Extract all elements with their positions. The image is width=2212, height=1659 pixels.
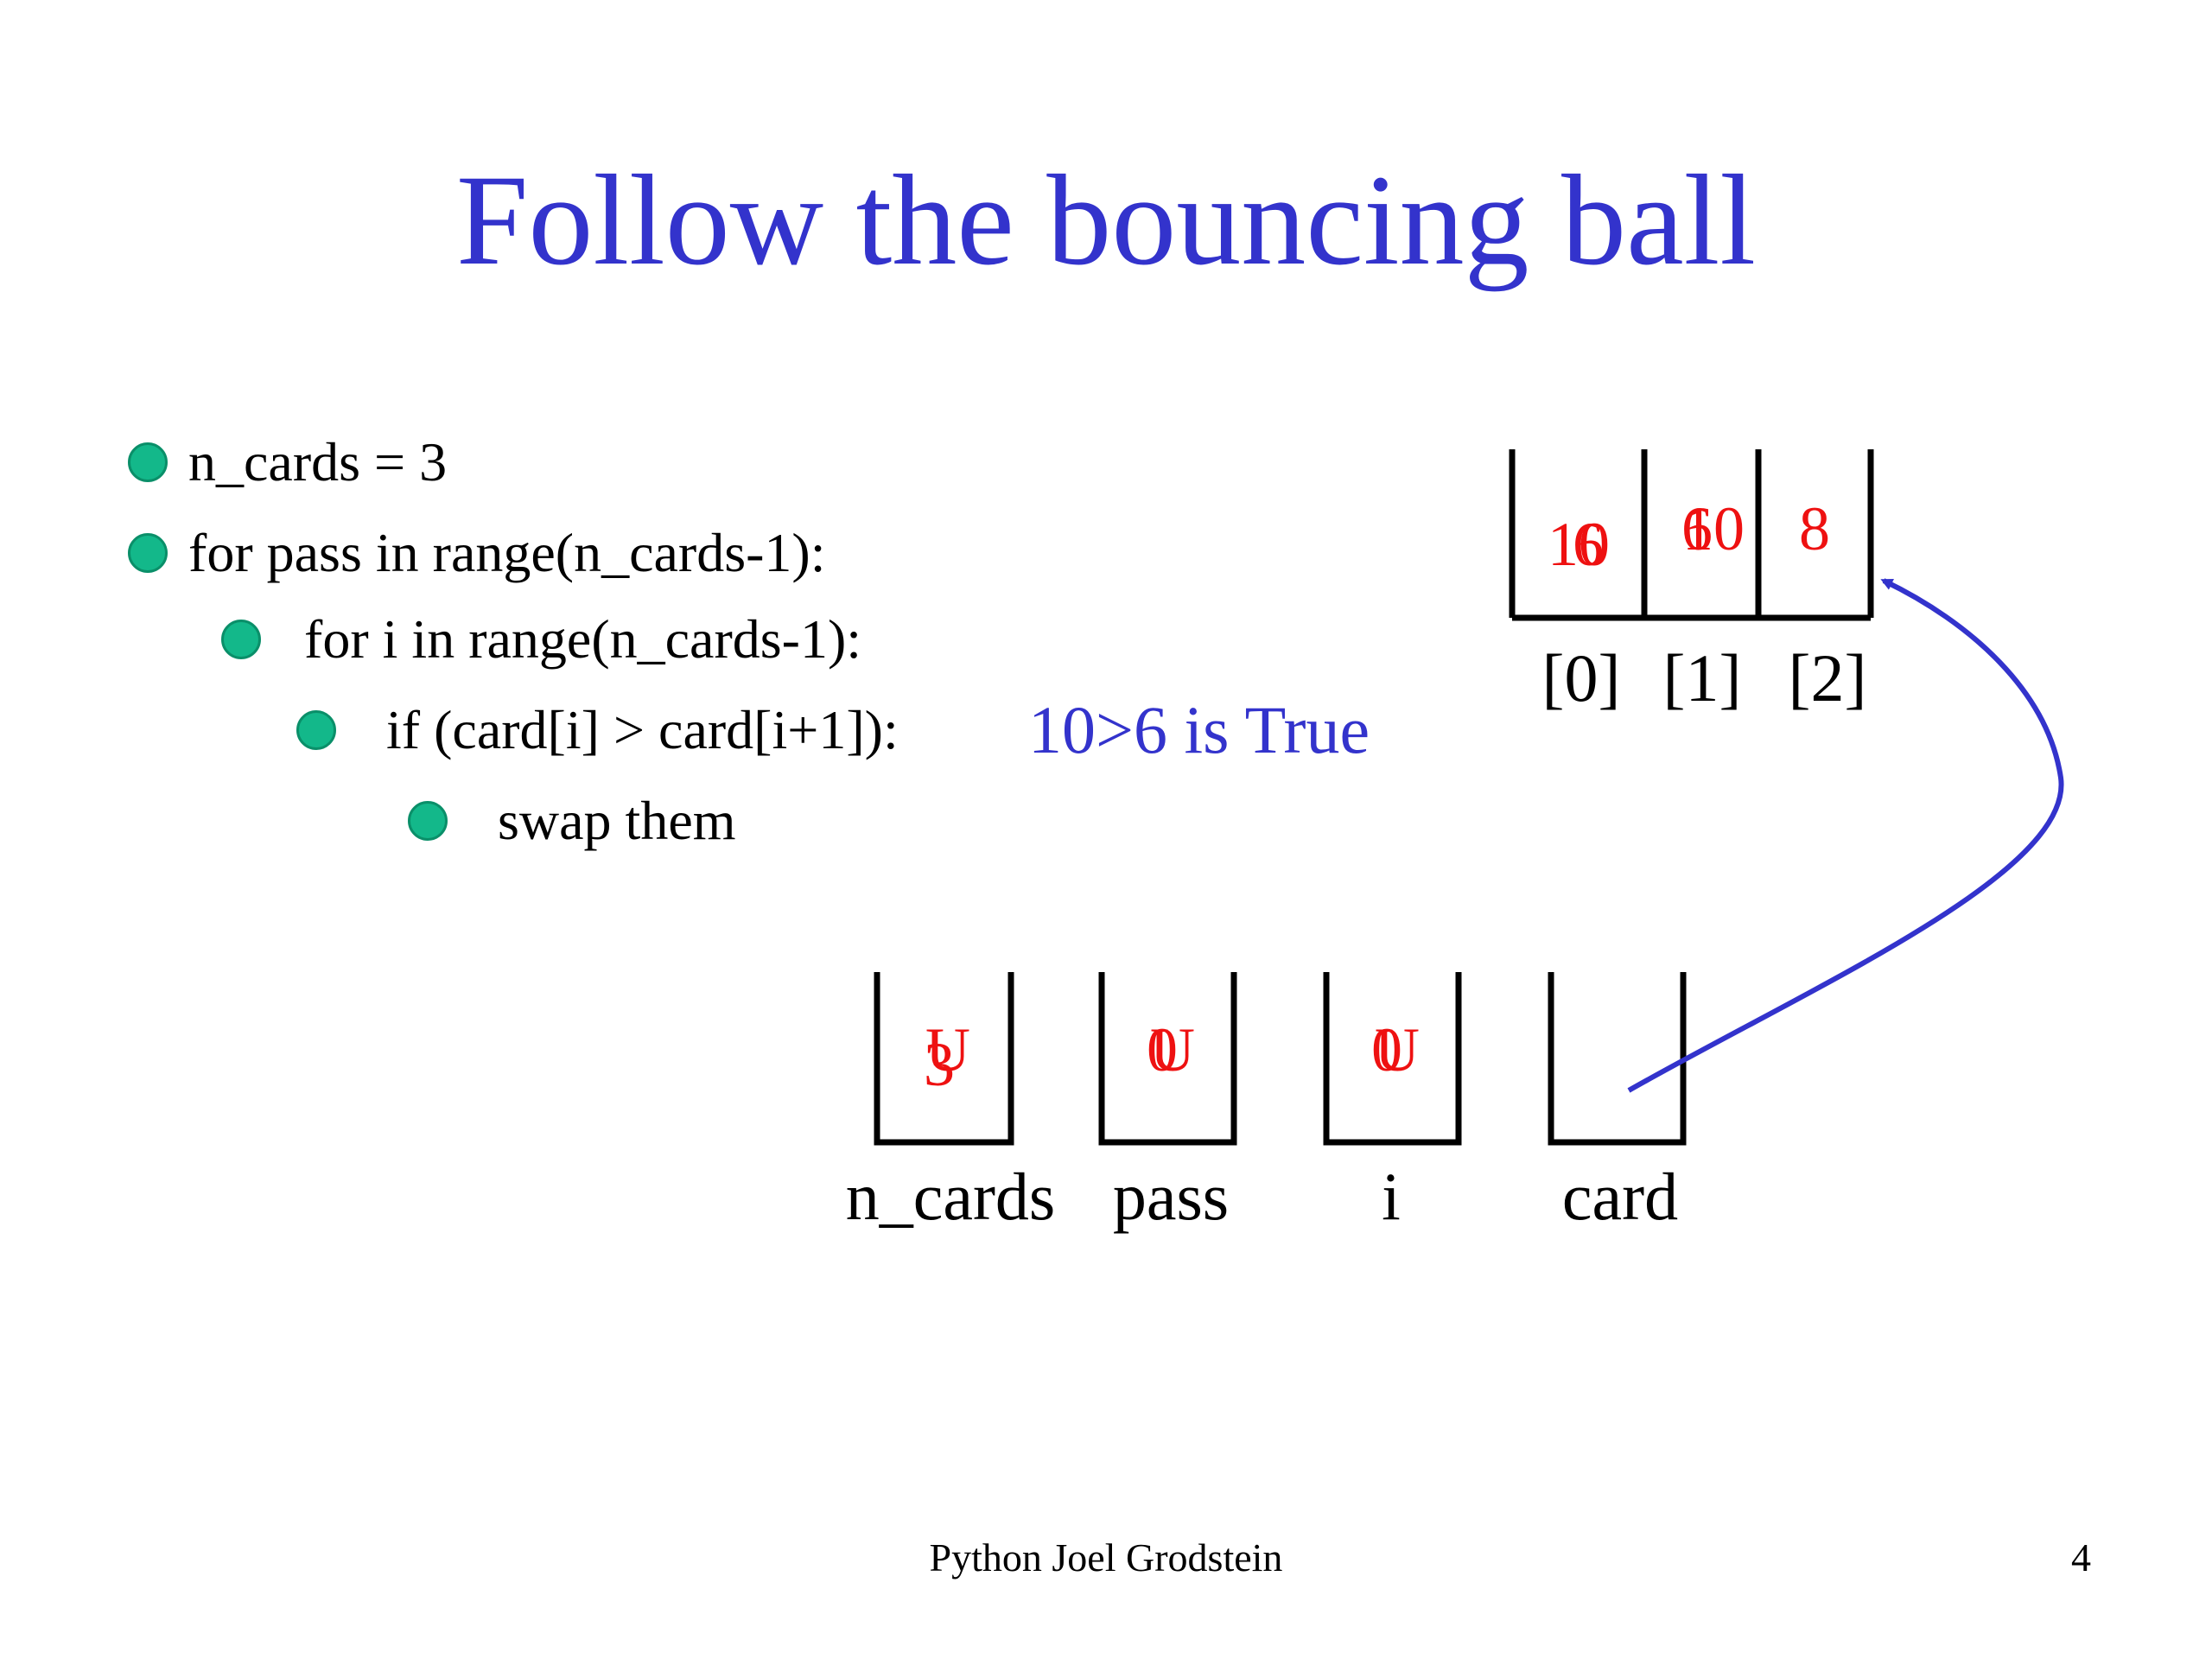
- var-box-card: [1548, 972, 1687, 1146]
- bullet-dot-icon: [128, 442, 168, 482]
- var-box-i: [1323, 972, 1462, 1146]
- var-label-i: i: [1382, 1159, 1401, 1234]
- bullet-item-4: if (card[i] > card[i+1]):: [296, 696, 899, 765]
- card-cell-1-value-b: 10: [1682, 494, 1745, 563]
- bullet-dot-icon: [296, 710, 336, 750]
- condition-result: 10>6 is True: [1028, 692, 1370, 767]
- card-cell-2-value: 8: [1799, 494, 1830, 563]
- var-label-card: card: [1561, 1159, 1679, 1234]
- pass-value-b: 0: [1147, 1015, 1178, 1084]
- index-label-0: [0]: [1541, 640, 1621, 715]
- footer-text: Python Joel Grodstein: [929, 1535, 1283, 1580]
- n-cards-value-b: 3: [924, 1030, 955, 1099]
- page-number: 4: [2071, 1535, 2091, 1580]
- reference-arrow: [1627, 578, 2064, 1093]
- i-value-a: U: [1375, 1015, 1420, 1084]
- var-box-pass: [1098, 972, 1237, 1146]
- bullet-dot-icon: [408, 801, 448, 841]
- bullet-item-1: n_cards = 3: [128, 428, 447, 497]
- i-value-b: 0: [1371, 1015, 1402, 1084]
- pass-value-a: U: [1150, 1015, 1195, 1084]
- card-array-box: [1509, 449, 1874, 621]
- card-cell-0-value-a: 10: [1548, 510, 1610, 579]
- bullet-text: swap them: [498, 790, 736, 851]
- bullet-text: for pass in range(n_cards-1):: [188, 522, 826, 583]
- index-label-2: [2]: [1788, 640, 1867, 715]
- bullet-item-3: for i in range(n_cards-1):: [221, 605, 861, 674]
- variable-boxes: [874, 972, 1687, 1146]
- bullet-text: if (card[i] > card[i+1]):: [386, 699, 899, 760]
- slide-title: Follow the bouncing ball: [455, 149, 1757, 292]
- var-label-pass: pass: [1112, 1159, 1230, 1234]
- index-label-1: [1]: [1662, 640, 1742, 715]
- bullet-item-2: for pass in range(n_cards-1):: [128, 518, 826, 588]
- bullet-text: for i in range(n_cards-1):: [304, 608, 862, 670]
- card-cell-0-value-b: 6: [1573, 510, 1604, 579]
- var-box-n-cards: [874, 972, 1014, 1146]
- bullet-item-5: swap them: [408, 786, 736, 855]
- var-label-n-cards: n_cards: [845, 1159, 1056, 1234]
- bullet-dot-icon: [221, 620, 261, 659]
- card-cell-1-value-a: 6: [1681, 494, 1713, 563]
- bullet-dot-icon: [128, 533, 168, 573]
- n-cards-value-a: U: [925, 1015, 970, 1084]
- bullet-text: n_cards = 3: [188, 431, 448, 493]
